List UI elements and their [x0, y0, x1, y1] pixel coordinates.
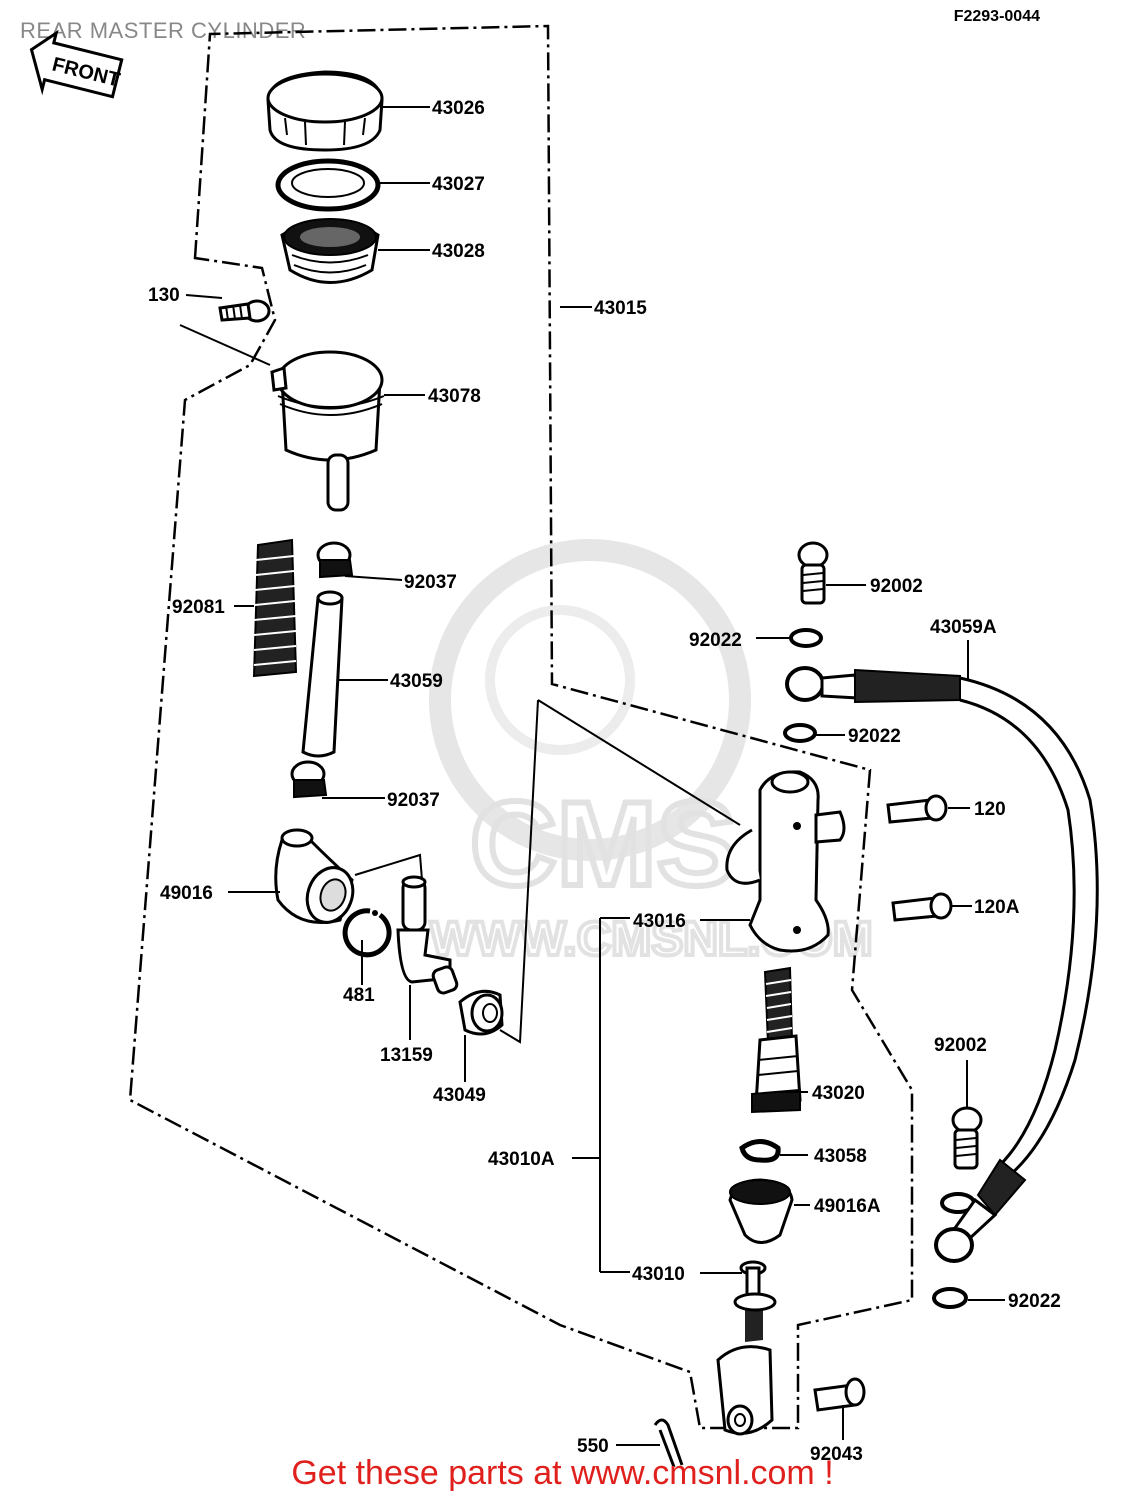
clevis-pin-92043: [813, 1377, 866, 1412]
part-label-92081[interactable]: 92081: [172, 597, 225, 618]
part-label-43020[interactable]: 43020: [812, 1083, 865, 1104]
part-label-43026[interactable]: 43026: [432, 98, 485, 119]
clamp-92037-lower: [290, 760, 328, 799]
bracket-43010A: [572, 917, 630, 1273]
figure-code: F2293-0044: [953, 8, 1040, 25]
part-label-481[interactable]: 481: [343, 985, 375, 1006]
part-label-92002-lower[interactable]: 92002: [934, 1035, 987, 1056]
reservoir-43078: [270, 350, 385, 512]
diagram-title: REAR MASTER CYLINDER: [20, 18, 307, 43]
part-label-49016A[interactable]: 49016A: [814, 1196, 881, 1217]
leader-lines: [185, 106, 1005, 1446]
push-rod-43010: [716, 1260, 777, 1436]
part-label-43010[interactable]: 43010: [632, 1264, 685, 1285]
spring-92081: [252, 538, 298, 678]
bracket-43049-group: [499, 699, 741, 1044]
part-labels: 43026 43027 43028 130 43015 43078 92037 …: [148, 98, 1061, 1465]
part-label-92022-c[interactable]: 92022: [1008, 1291, 1061, 1312]
diaphragm-43028: [280, 218, 380, 284]
banjo-bolt-92002-lower: [951, 1106, 983, 1170]
part-label-43059A[interactable]: 43059A: [930, 617, 997, 638]
part-label-550[interactable]: 550: [577, 1436, 609, 1457]
part-label-43049[interactable]: 43049: [433, 1085, 486, 1106]
part-label-92037-lower[interactable]: 92037: [387, 790, 440, 811]
part-label-92022-b[interactable]: 92022: [848, 726, 901, 747]
bracket-49016-group: [179, 324, 423, 881]
cotter-pin-550: [653, 1418, 684, 1468]
dust-boot-49016A: [728, 1178, 794, 1244]
part-label-43078[interactable]: 43078: [428, 386, 481, 407]
part-label-43059[interactable]: 43059: [390, 671, 443, 692]
part-label-120[interactable]: 120: [974, 799, 1006, 820]
banjo-bolt-92002-upper: [797, 541, 829, 605]
reservoir-hose-43059: [301, 590, 344, 758]
elbow-joint-49016: [274, 828, 355, 924]
part-label-13159[interactable]: 13159: [380, 1045, 433, 1066]
piston-43020: [751, 966, 802, 1114]
washer-92022-c: [932, 1287, 968, 1309]
reservoir-cap-43026: [266, 70, 384, 152]
clamp-92037-upper: [316, 541, 354, 579]
part-label-92043[interactable]: 92043: [810, 1444, 863, 1465]
circlip-481: [342, 908, 392, 958]
footer-link[interactable]: Get these parts at www.cmsnl.com !: [291, 1454, 834, 1492]
part-label-92037-upper[interactable]: 92037: [404, 572, 457, 593]
bushing-43049: [458, 989, 504, 1036]
washer-92022-b: [783, 723, 817, 743]
part-label-43015[interactable]: 43015: [594, 298, 647, 319]
brake-hose-43059A: [785, 666, 1099, 1263]
part-label-43028[interactable]: 43028: [432, 241, 485, 262]
master-cylinder-body-43016: [725, 770, 846, 953]
part-label-43058[interactable]: 43058: [814, 1146, 867, 1167]
part-label-43010A[interactable]: 43010A: [488, 1149, 555, 1170]
part-label-92002-upper[interactable]: 92002: [870, 576, 923, 597]
washer-92022-a: [789, 628, 823, 648]
part-label-43016[interactable]: 43016: [633, 911, 686, 932]
front-arrow: FRONT: [29, 29, 124, 99]
assembly-boundary-43015: [128, 24, 914, 1430]
part-label-49016[interactable]: 49016: [160, 883, 213, 904]
part-label-92022-a[interactable]: 92022: [689, 630, 742, 651]
bolt-120A: [891, 892, 953, 922]
circlip-43058: [739, 1139, 781, 1163]
bolt-130: [218, 299, 271, 323]
part-label-43027[interactable]: 43027: [432, 174, 485, 195]
pipe-fitting-13159: [396, 875, 459, 995]
diaphragm-plate-43027: [275, 158, 381, 212]
bolt-120: [886, 794, 948, 824]
part-label-130[interactable]: 130: [148, 285, 180, 306]
part-label-120A[interactable]: 120A: [974, 897, 1020, 918]
